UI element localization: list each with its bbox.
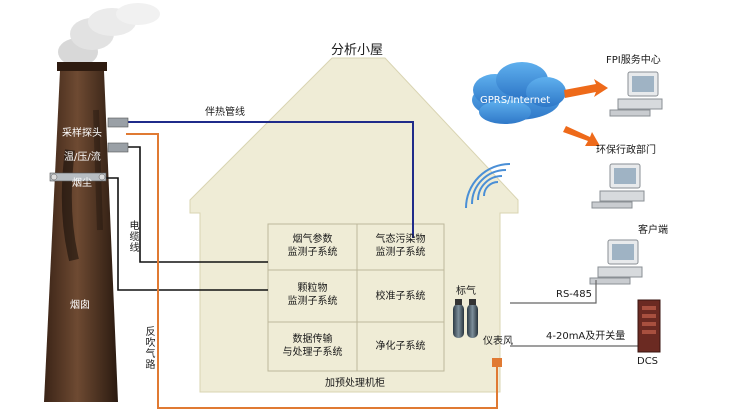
cloud-label: GPRS/Internet xyxy=(480,95,551,106)
probe-label: 采样探头 xyxy=(62,128,102,139)
dust-label: 烟尘 xyxy=(72,178,92,189)
computer-icon-client xyxy=(589,239,643,285)
chimney xyxy=(44,62,118,402)
sampling-probes xyxy=(49,117,129,182)
heat-tracing-label: 伴热管线 xyxy=(205,107,245,118)
instrument-air-port xyxy=(492,358,502,367)
particulate-cell: 颗粒物 监测子系统 xyxy=(268,282,357,308)
purification-cell: 净化子系统 xyxy=(375,341,426,352)
cable-label: 电缆线 xyxy=(127,220,138,253)
house-title: 分析小屋 xyxy=(331,43,384,58)
epa-label: 环保行政部门 xyxy=(596,145,656,156)
flue-gas-params-line1: 烟气参数 xyxy=(292,234,333,245)
calibration-cell: 校准子系统 xyxy=(375,291,426,302)
arrow-to-epa xyxy=(563,126,600,146)
signal-line-flue-gas xyxy=(126,146,268,263)
rs485-label: RS-485 xyxy=(556,289,592,300)
client-label: 客户端 xyxy=(638,225,668,236)
gaseous-pollutants-line2: 监测子系统 xyxy=(375,247,426,258)
instrument-air-label: 仪表风 xyxy=(483,336,513,347)
dcs-cabinet-icon xyxy=(637,299,661,353)
flue-label: 烟囱 xyxy=(70,300,90,311)
backblow-line xyxy=(126,133,498,409)
gas-cylinder-label: 标气 xyxy=(456,286,476,297)
gprs-cloud xyxy=(472,62,566,124)
rs485-line xyxy=(510,280,597,304)
heat-tracing-line xyxy=(126,121,414,238)
arrow-to-fpi xyxy=(564,79,608,98)
fpi-center-label: FPI服务中心 xyxy=(606,55,661,66)
computer-icon-fpi xyxy=(609,71,663,117)
particulate-line2: 监测子系统 xyxy=(287,296,338,307)
particulate-line1: 颗粒物 xyxy=(297,283,328,294)
analog-label: 4-20mA及开关量 xyxy=(546,331,626,342)
data-transfer-line2: 与处理子系统 xyxy=(282,347,343,358)
signal-line-particulate xyxy=(104,177,268,291)
dcs-label: DCS xyxy=(637,356,659,367)
temp-pressure-flow-label: 温/压/流 xyxy=(64,152,101,163)
wireless-signal-icon xyxy=(465,163,511,209)
gaseous-pollutants-cell: 气态污染物 监测子系统 xyxy=(357,233,444,259)
flue-gas-params-cell: 烟气参数 监测子系统 xyxy=(268,233,357,259)
subsystem-cabinet xyxy=(267,223,445,372)
backblow-label: 反吹气路 xyxy=(143,326,154,370)
data-transfer-cell: 数据传输 与处理子系统 xyxy=(268,333,357,359)
flue-gas-params-line2: 监测子系统 xyxy=(287,247,338,258)
data-transfer-line1: 数据传输 xyxy=(292,334,333,345)
smoke-plume xyxy=(58,3,160,66)
gas-cylinders xyxy=(453,299,478,338)
computer-icon-epa xyxy=(591,163,645,209)
gaseous-pollutants-line1: 气态污染物 xyxy=(375,234,426,245)
cabinet-label: 加预处理机柜 xyxy=(325,378,385,389)
